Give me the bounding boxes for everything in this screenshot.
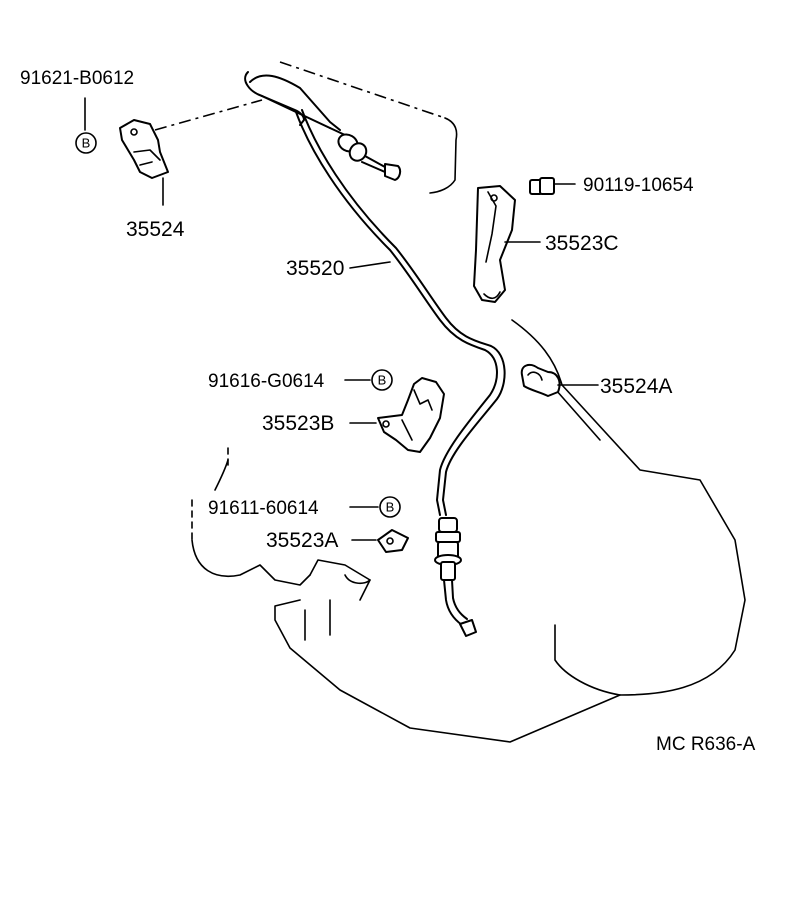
bolt-marker-b-2: B (371, 369, 393, 391)
label-35523B: 35523B (262, 412, 334, 435)
part-35524A-clip (520, 363, 599, 397)
part-90119-bolt (529, 177, 576, 195)
label-35524A: 35524A (600, 375, 672, 398)
label-91616-G0614: 91616-G0614 (208, 371, 325, 392)
shift-cable (244, 71, 506, 637)
svg-text:B: B (82, 136, 91, 151)
label-91611-60614: 91611-60614 (208, 498, 319, 519)
label-35520: 35520 (286, 257, 344, 280)
label-35523A: 35523A (266, 529, 338, 552)
leader-lines (84, 97, 541, 508)
svg-text:B: B (386, 500, 395, 515)
diagram-code: MC R636-A (656, 734, 756, 755)
label-91621-B0612: 91621-B0612 (20, 68, 134, 89)
svg-text:B: B (378, 373, 387, 388)
label-35523C: 35523C (545, 232, 619, 255)
part-35523A-plate (351, 529, 409, 553)
part-35524-bracket (119, 119, 169, 206)
bolt-marker-b-3: B (379, 496, 401, 518)
label-90119-10654: 90119-10654 (583, 175, 694, 196)
lever-housing-outline (154, 61, 458, 194)
part-35523B-bracket (349, 377, 445, 453)
transmission-outline (191, 319, 746, 743)
part-35523C-bracket (473, 185, 516, 303)
label-35524: 35524 (126, 218, 185, 241)
bolt-marker-b-1: B (75, 132, 97, 154)
